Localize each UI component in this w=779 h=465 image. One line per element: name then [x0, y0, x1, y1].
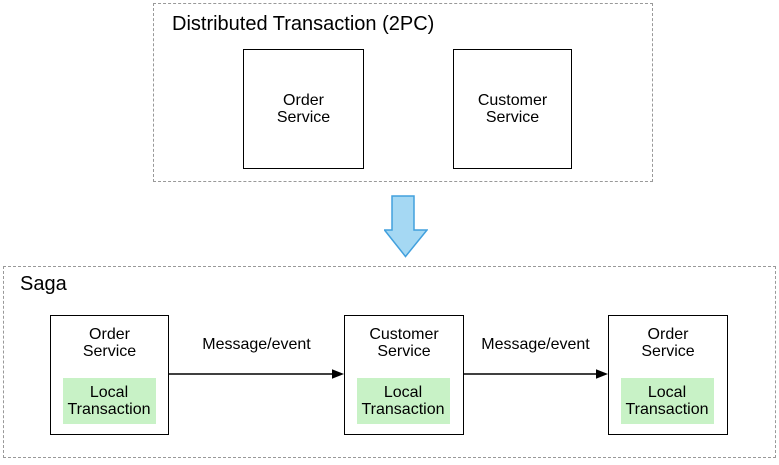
saga-step-2-service-label: Customer Service	[369, 326, 439, 360]
saga-group: Saga Order Service Local Transaction Mes…	[3, 266, 776, 458]
saga-step-1-service-label-wrap: Order Service	[51, 326, 168, 360]
two-pc-order-service-box: Order Service	[243, 49, 364, 169]
saga-step-1-local-transaction-box: Local Transaction	[62, 377, 156, 424]
saga-step-3-service-label: Order Service	[641, 326, 695, 360]
two-pc-order-service-label: Order Service	[276, 92, 331, 126]
saga-step-2-local-transaction-box: Local Transaction	[356, 377, 450, 424]
saga-step-3-local-transaction-box: Local Transaction	[620, 377, 714, 424]
saga-title: Saga	[20, 273, 67, 295]
saga-step-1-local-transaction-label: Local Transaction	[67, 383, 151, 418]
two-pc-customer-service-label: Customer Service	[477, 92, 548, 126]
saga-step-3-local-transaction-label: Local Transaction	[625, 383, 709, 418]
message-arrow-2	[463, 369, 608, 379]
saga-step-3-service-label-wrap: Order Service	[609, 326, 727, 360]
two-pc-customer-service-box: Customer Service	[453, 49, 572, 169]
two-pc-title: Distributed Transaction (2PC)	[172, 13, 435, 35]
saga-step-2-local-transaction-label: Local Transaction	[361, 383, 445, 418]
saga-step-1-order-service-box: Order Service Local Transaction	[50, 315, 169, 435]
saga-step-1-service-label: Order Service	[82, 326, 137, 360]
saga-step-3-order-service-box: Order Service Local Transaction	[608, 315, 728, 435]
message-arrow-1	[169, 369, 344, 379]
message-event-label-1: Message/event	[202, 336, 311, 353]
down-arrow-icon	[384, 195, 428, 258]
saga-step-2-service-label-wrap: Customer Service	[345, 326, 463, 360]
message-event-label-2: Message/event	[481, 336, 590, 353]
two-pc-group: Distributed Transaction (2PC) Order Serv…	[153, 3, 653, 182]
saga-step-2-customer-service-box: Customer Service Local Transaction	[344, 315, 464, 435]
